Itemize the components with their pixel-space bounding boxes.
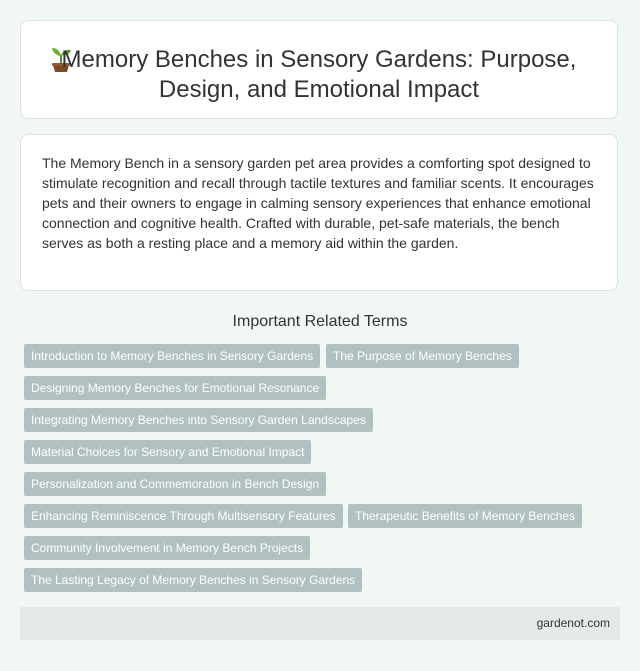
page-title-line-1: Memory Benches in Sensory Gardens: Purpo… [61, 46, 577, 73]
title-card: Memory Benches in Sensory Gardens: Purpo… [20, 20, 618, 119]
related-term-tag[interactable]: The Lasting Legacy of Memory Benches in … [24, 568, 363, 592]
sprout-icon [52, 48, 71, 72]
related-term-tag[interactable]: Integrating Memory Benches into Sensory … [24, 408, 373, 432]
related-term-tag[interactable]: The Purpose of Memory Benches [326, 344, 519, 368]
related-term-tag[interactable]: Material Choices for Sensory and Emotion… [24, 440, 312, 464]
related-terms-heading: Important Related Terms [232, 313, 408, 330]
related-term-tag[interactable]: Enhancing Reminiscence Through Multisens… [24, 504, 343, 528]
footer-site-link[interactable]: gardenot.com [536, 616, 610, 630]
related-term-tag[interactable]: Therapeutic Benefits of Memory Benches [348, 504, 583, 528]
related-term-tag[interactable]: Designing Memory Benches for Emotional R… [24, 376, 327, 400]
intro-card: The Memory Bench in a sensory garden pet… [20, 134, 618, 291]
page-title-line-2: Design, and Emotional Impact [158, 76, 480, 103]
related-term-tag[interactable]: Personalization and Commemoration in Ben… [24, 472, 327, 496]
related-term-tag[interactable]: Introduction to Memory Benches in Sensor… [24, 344, 321, 368]
page-title: Memory Benches in Sensory Gardens: Purpo… [21, 45, 617, 105]
related-term-tag[interactable]: Community Involvement in Memory Bench Pr… [24, 536, 311, 560]
footer: gardenot.com [20, 607, 620, 640]
intro-paragraph: The Memory Bench in a sensory garden pet… [42, 155, 594, 251]
